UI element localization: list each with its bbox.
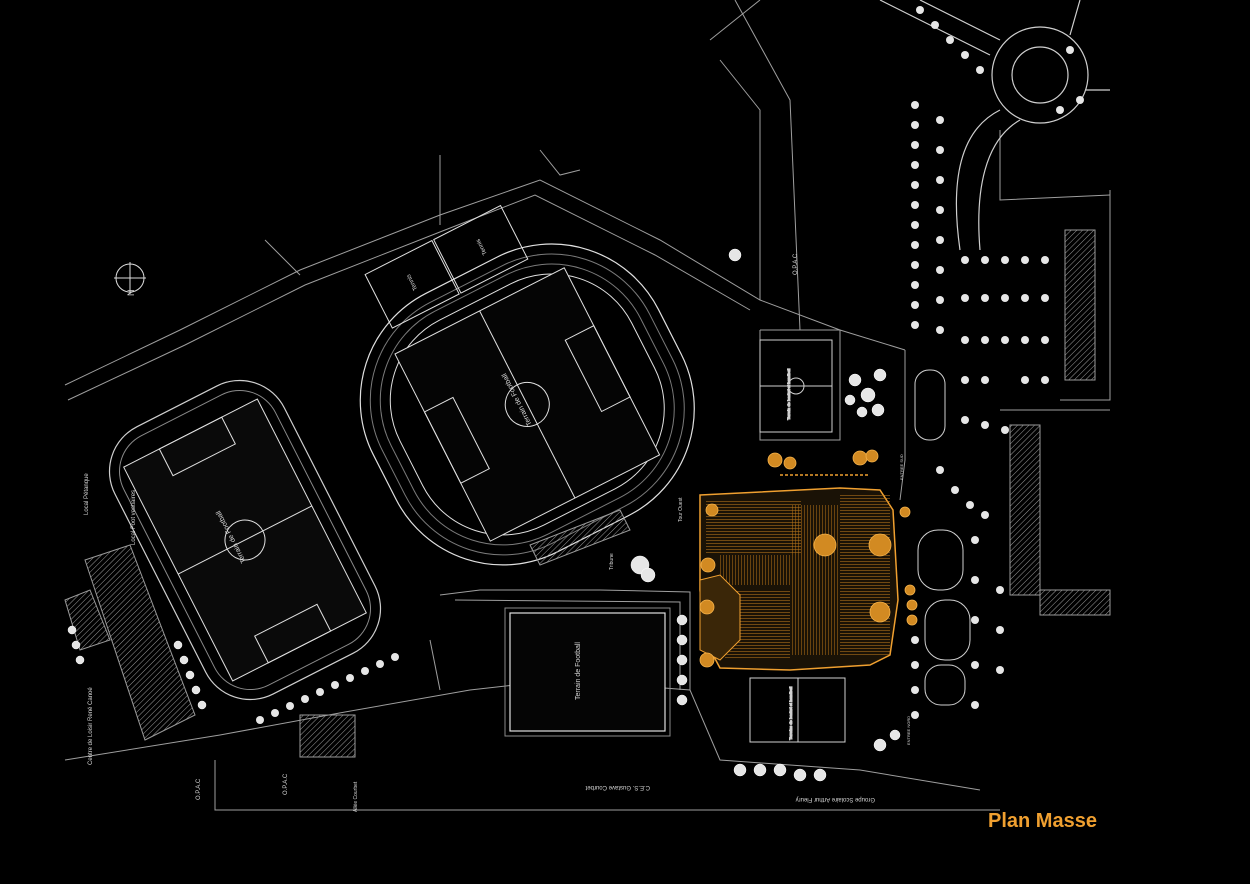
plan-title: Plan Masse [988,810,1097,832]
basket-label-bottom: Terrains de basket et handball [788,687,793,740]
groupe-scolaire-label: Groupe Scolaire Arthur Fleury [796,796,875,802]
opac-bottom-label-1: O.P.A.C [196,778,202,800]
field-label-bottom: Terrain de Football [575,642,582,700]
project-trees [699,449,918,668]
local-foot-label: Local Foot vestiaires [131,490,137,545]
allee-label: Allée Courbet [353,781,359,812]
tribune-label: Tribune [609,553,615,570]
north-arrow-icon: N [114,262,146,296]
project-building [699,474,899,671]
entree-label: ENTREE SUD [899,454,904,480]
basket-court-top: Terrain de basket et handball [759,339,833,433]
football-field-bottom: Terrain de Football [504,607,671,737]
football-field-left: Terrain de Football [108,379,382,701]
ces-label: C.E.S. Gustave Courbet [585,784,650,790]
local-petanque-label: Local Pétanque [84,473,90,515]
map-labels: O.P.A.C O.P.A.C O.P.A.C Local Pétanque L… [84,253,911,812]
tree-alignments [256,6,1084,724]
parking-loops [914,369,971,706]
basket-court-bottom: Terrains de basket et handball [749,677,846,743]
centre-loisir-label: Centre de Loisir René Canoé [88,687,94,765]
trees [67,248,901,782]
entree-nord-label: ENTREE NORD [906,716,911,745]
north-letter: N [126,290,136,297]
opac-bottom-label-2: O.P.A.C [283,773,289,795]
opac-top-label: O.P.A.C [793,253,799,275]
buildings-hatched [64,229,1111,758]
stadium-central: Terrain de Football [359,243,695,566]
basket-label-top: Terrain de basket et handball [786,369,791,420]
tour-label: Tour Ouest [678,497,684,522]
